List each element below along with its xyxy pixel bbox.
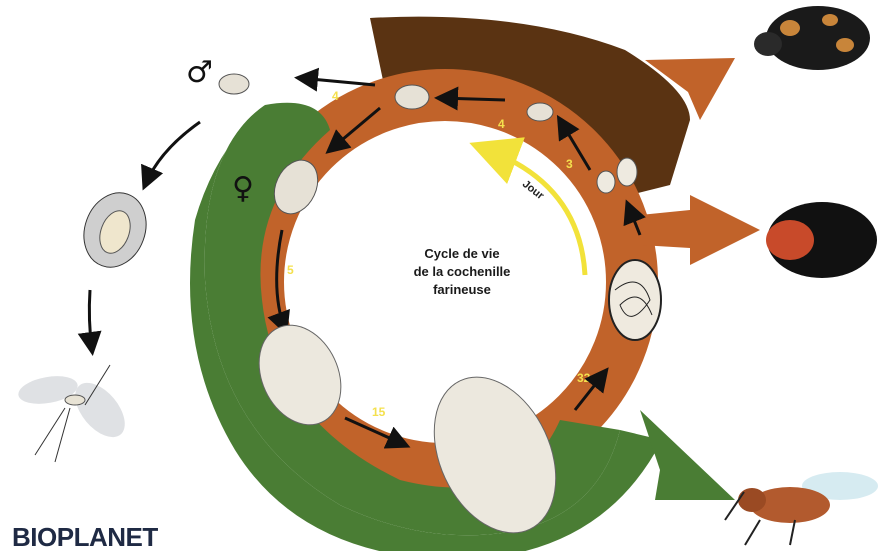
cycle-arrow: [300, 78, 375, 85]
center-title-line-3: farineuse: [433, 282, 491, 297]
female-symbol: ♀: [232, 171, 254, 206]
day-number-4: 5: [287, 263, 294, 277]
day-number-3: 3: [566, 157, 573, 171]
egg-sac-icon: [609, 260, 661, 340]
day-number-6: 32: [577, 371, 591, 385]
day-number-1: 4: [332, 89, 339, 103]
cycle-arrow: [440, 98, 505, 100]
parasitoid-wasp-icon: [725, 472, 878, 545]
center-title-line-2: de la cochenille: [414, 264, 511, 279]
winged-male-icon: [16, 365, 134, 462]
day-number-2: 4: [498, 117, 505, 131]
male-branch-arrow: [145, 122, 200, 185]
center-title-line-1: Cycle de vie: [424, 246, 499, 261]
day-number-5: 15: [372, 405, 386, 419]
male-branch-arrow: [89, 290, 92, 350]
orange-arrow-band: [640, 195, 760, 265]
male-symbol: ♂: [186, 55, 213, 90]
ladybird-beetle-icon: [766, 202, 877, 278]
brand-logo: BIOPLANET: [12, 524, 158, 550]
green-arrow-head: [640, 410, 735, 500]
spotted-beetle-icon: [754, 6, 870, 70]
cocoon-icon: [74, 184, 156, 276]
